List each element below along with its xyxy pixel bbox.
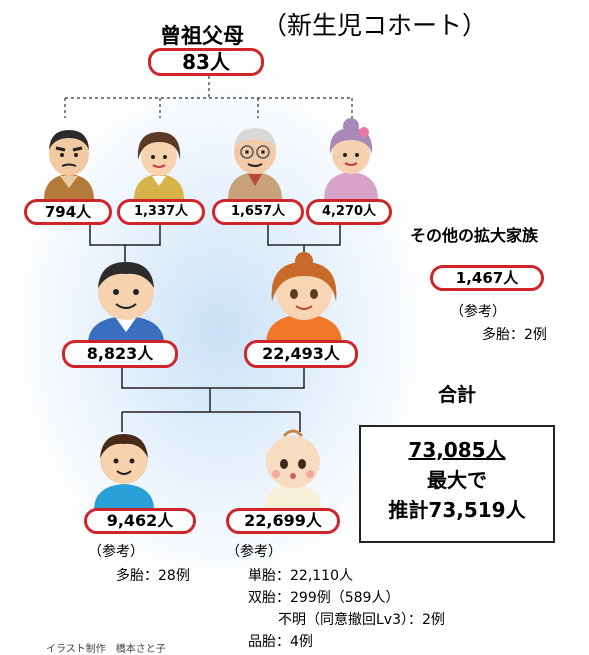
- total-estimate: 推計73,519人: [388, 498, 526, 522]
- father-ref-label: （参考）: [88, 544, 144, 560]
- baby-count: 22,699人: [226, 508, 340, 534]
- extended-family-label: その他の拡大家族: [410, 226, 539, 245]
- cohort-title: （新生児コホート）: [262, 11, 488, 40]
- father-ref-note: 多胎：28例: [116, 568, 190, 584]
- father-count: 9,462人: [84, 508, 196, 534]
- great-grandfather-1-icon: [44, 130, 94, 200]
- total-max-label: 最大で: [427, 468, 487, 492]
- great-grandmother-2-icon: [324, 118, 378, 200]
- extended-family-ref-label: （参考）: [450, 304, 506, 320]
- total-box: 73,085人 最大で 推計73,519人: [359, 425, 555, 543]
- baby-icon: [264, 429, 322, 510]
- extended-family-ref-note: 多胎：2例: [482, 327, 547, 343]
- great-grandfather-2-icon: [228, 128, 282, 200]
- grandfather-icon: [88, 262, 164, 344]
- great-grandfather-2-count: 1,657人: [212, 199, 304, 225]
- great-grandmother-1-icon: [134, 132, 184, 200]
- great-grandparents-label: 曾祖父母: [160, 24, 244, 48]
- baby-ref-singleton: 単胎：22,110人: [248, 568, 353, 584]
- great-grandmother-1-count: 1,337人: [117, 199, 205, 225]
- great-grandmother-2-count: 4,270人: [306, 199, 392, 225]
- father-icon: [94, 434, 154, 510]
- total-count: 73,085人: [408, 438, 506, 462]
- great-grandfather-1-count: 794人: [24, 199, 112, 225]
- illustration-credit: イラスト制作 橋本さと子: [46, 644, 166, 655]
- total-label: 合計: [438, 384, 477, 406]
- extended-family-count: 1,467人: [430, 265, 544, 291]
- baby-ref-label: （参考）: [226, 544, 282, 560]
- baby-ref-twins: 双胎：299例（589人）: [248, 590, 400, 606]
- grandfather-count: 8,823人: [62, 340, 178, 368]
- grandmother-count: 22,493人: [244, 340, 358, 368]
- baby-ref-triplets: 品胎：4例: [248, 634, 313, 650]
- great-grandparents-count: 83人: [148, 48, 264, 76]
- baby-ref-unknown: 不明（同意撤回Lv3）：2例: [278, 612, 445, 628]
- grandmother-icon: [266, 252, 342, 344]
